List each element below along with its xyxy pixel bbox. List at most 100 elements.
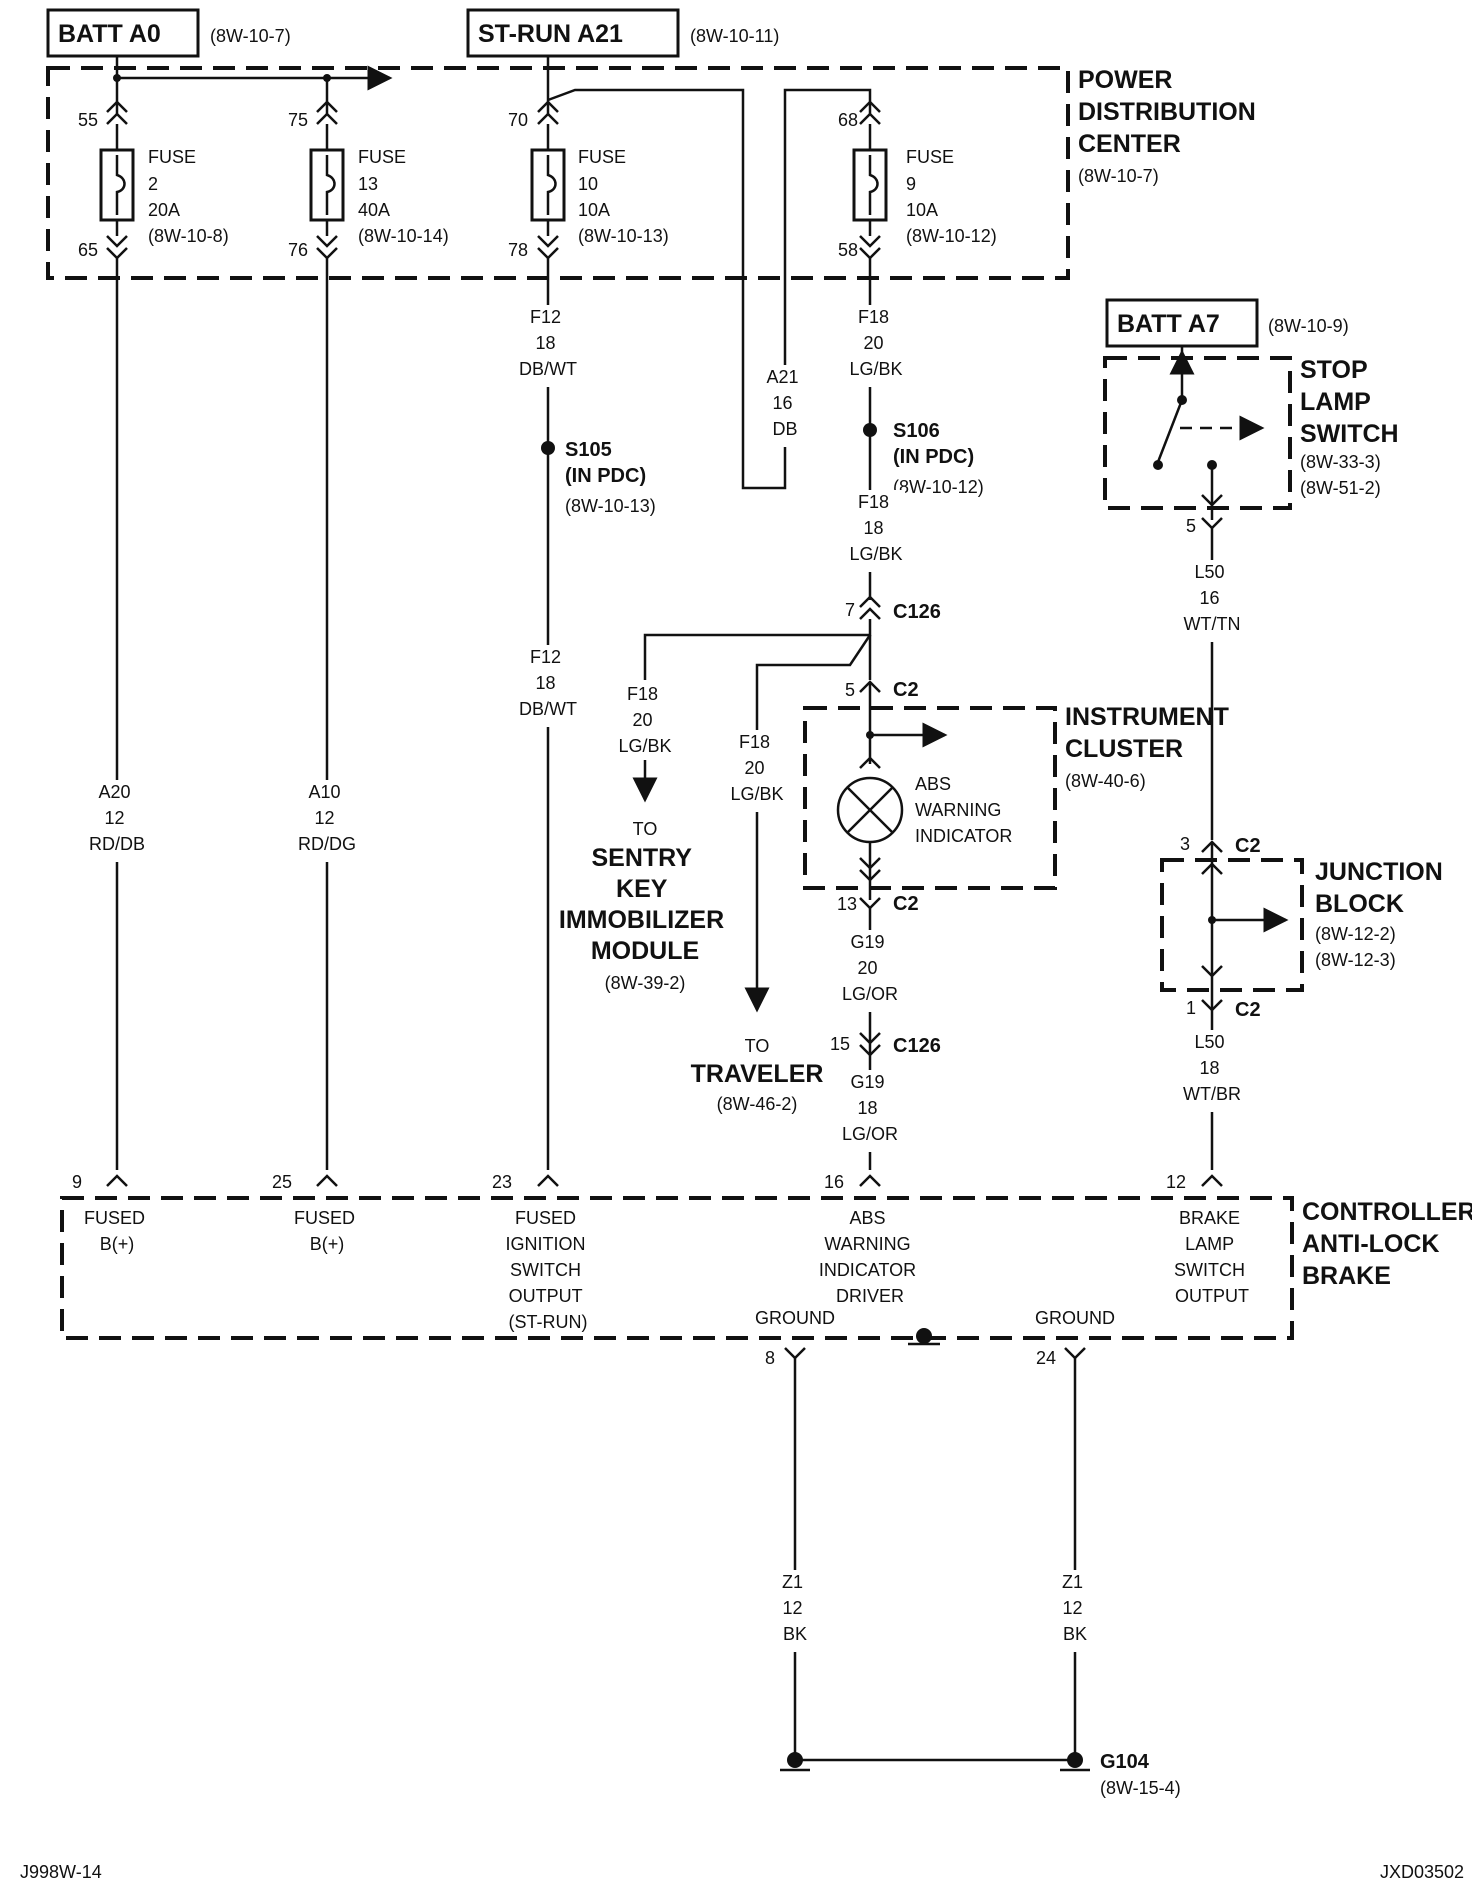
abs-warning-lamp-icon — [836, 776, 904, 844]
c2-junction-out-pin: 1 — [1186, 998, 1196, 1018]
c2-junction-in-name: C2 — [1235, 835, 1261, 857]
c2-junction-in-pin: 3 — [1180, 834, 1190, 854]
c126-top-name: C126 — [893, 601, 941, 623]
wire-l50-a-label: L50 16 WT/TN — [1184, 562, 1241, 634]
svg-text:16: 16 — [824, 1172, 844, 1192]
traveler-ref: (8W-46-2) — [717, 1094, 798, 1114]
fuse-2-pin-in: 55 — [78, 110, 98, 130]
batt-a7-label: BATT A7 — [1117, 310, 1220, 338]
pdc-boundary — [46, 66, 1070, 280]
junction-block-boundary — [1160, 858, 1304, 992]
wire-z1-a-label: Z1 12 BK — [782, 1572, 808, 1644]
fuse-13: 75 76 FUSE 13 40A (8W-10-14) — [288, 100, 449, 260]
c2-cluster-in-pin: 5 — [845, 680, 855, 700]
sentry-ref: (8W-39-2) — [605, 973, 686, 993]
svg-text:24: 24 — [1036, 1348, 1056, 1368]
batt-a0-label: BATT A0 — [58, 20, 161, 48]
cluster-ref: (8W-40-6) — [1065, 771, 1146, 791]
fuse-10-pin-out: 78 — [508, 240, 528, 260]
g104-ground-icon — [780, 1752, 1090, 1772]
c2-junction-out-name: C2 — [1235, 999, 1261, 1021]
controller-pin-12: 12 BRAKE LAMP SWITCH OUTPUT — [1166, 1172, 1249, 1306]
svg-text:FUSED IGNITION SWI: FUSED IGNITION SWITCH OUTPUT (ST-RUN) — [505, 1208, 590, 1332]
fuse-9: 68 58 FUSE 9 10A (8W-10-12) — [838, 100, 997, 260]
c126-top-connector: 7 C126 — [845, 595, 941, 623]
controller-pin-25: 25 FUSED B(+) — [272, 1172, 360, 1254]
batt-a7-ref: (8W-10-9) — [1268, 316, 1349, 336]
wire-a21-label: A21 16 DB — [766, 367, 803, 439]
c126-bottom-pin: 15 — [830, 1034, 850, 1054]
g104-name: G104 — [1100, 1751, 1150, 1773]
s105-splice-dot — [541, 441, 555, 455]
fuse-13-pin-in: 75 — [288, 110, 308, 130]
switch-blade — [1156, 399, 1184, 463]
wire-a10-label: A10 12 RD/DG — [298, 782, 356, 854]
fuse-10-text: FUSE 10 10A (8W-10-13) — [578, 147, 669, 246]
c2-cluster-out: 13 C2 — [837, 893, 919, 915]
fuse-2-pin-out: 65 — [78, 240, 98, 260]
s105-note: (IN PDC) — [565, 465, 646, 487]
controller-ground-24: GROUND 24 — [1035, 1308, 1115, 1368]
wire-f12-top-label: F12 18 DB/WT — [519, 307, 577, 379]
c126-bottom-name: C126 — [893, 1035, 941, 1057]
fuse-2: 55 65 FUSE 2 20A (8W-10-8) — [78, 100, 229, 260]
case-ground-icon — [908, 1328, 940, 1346]
wire-f12-mid-label: F12 18 DB/WT — [519, 647, 577, 719]
batt-a0-box — [46, 8, 200, 58]
svg-text:8: 8 — [765, 1348, 775, 1368]
c2-cluster-out-name: C2 — [893, 893, 919, 915]
fuse-9-pin-out: 58 — [838, 240, 858, 260]
stop-lamp-name: STOP LAMP SWITCH — [1300, 356, 1399, 448]
c126-bottom-connector: 15 C126 — [830, 1032, 941, 1057]
s105-name: S105 — [565, 439, 612, 461]
footer-left: J998W-14 — [20, 1862, 102, 1882]
svg-text:25: 25 — [272, 1172, 292, 1192]
s106-name: S106 — [893, 420, 940, 442]
c2-cluster-in-name: C2 — [893, 679, 919, 701]
svg-text:ABS WARNING INDICA: ABS WARNING INDICATOR DRIVER — [819, 1208, 921, 1306]
fuse-9-pin-in: 68 — [838, 110, 858, 130]
wire-f18-top-label: F18 20 LG/BK — [849, 307, 902, 379]
st-run-a21-label: ST-RUN A21 — [478, 20, 623, 48]
pdc-ref: (8W-10-7) — [1078, 166, 1159, 186]
stop-lamp-refs: (8W-33-3) (8W-51-2) — [1300, 452, 1386, 498]
junction-name: JUNCTION BLOCK — [1315, 858, 1450, 918]
svg-text:FUSED B(+): FUSED B(+) — [84, 1208, 150, 1254]
c2-junction-out: 1 C2 — [1186, 998, 1261, 1021]
traveler-to: TO — [745, 1036, 770, 1056]
controller-pin-23: 23 FUSED IGNITION SWITCH OUTPUT (ST-RUN) — [492, 1172, 590, 1332]
wire-a20-label: A20 12 RD/DB — [89, 782, 145, 854]
fuse-2-text: FUSE 2 20A (8W-10-8) — [148, 147, 229, 246]
junction-refs: (8W-12-2) (8W-12-3) — [1315, 924, 1401, 970]
svg-text:FUSED B(+): FUSED B(+) — [294, 1208, 360, 1254]
batt-a0-ref: (8W-10-7) — [210, 26, 291, 46]
fuse-9-text: FUSE 9 10A (8W-10-12) — [906, 147, 997, 246]
controller-name: CONTROLLER ANTI-LOCK BRAKE — [1302, 1198, 1472, 1290]
fuse-10: 70 78 FUSE 10 10A (8W-10-13) — [508, 100, 669, 260]
st-run-a21-ref: (8W-10-11) — [690, 26, 779, 46]
controller-boundary — [60, 1196, 1294, 1340]
st-run-a21-box — [466, 8, 680, 58]
c2-cluster-out-pin: 13 — [837, 894, 857, 914]
s106-note: (IN PDC) — [893, 446, 974, 468]
c126-top-pin: 7 — [845, 600, 855, 620]
svg-text:GROUND: GROUND — [1035, 1308, 1115, 1328]
stop-lamp-switch-boundary — [1103, 356, 1292, 510]
g104-ref: (8W-15-4) — [1100, 1778, 1181, 1798]
svg-text:9: 9 — [72, 1172, 82, 1192]
wire-z1-b-label: Z1 12 BK — [1062, 1572, 1088, 1644]
wire-l50-b-label: L50 18 WT/BR — [1183, 1032, 1241, 1104]
footer-right: JXD03502 — [1380, 1862, 1464, 1882]
s105-ref: (8W-10-13) — [565, 496, 656, 516]
controller-pin-9: 9 FUSED B(+) — [72, 1172, 150, 1254]
a21-loop-wire — [547, 88, 872, 490]
wire-f18-traveler-label: F18 20 LG/BK — [730, 732, 783, 804]
stop-lamp-pin: 5 — [1186, 516, 1196, 536]
svg-text:23: 23 — [492, 1172, 512, 1192]
stop-lamp-pin-connector: 5 — [1186, 516, 1223, 536]
pdc-label: POWER DISTRIBUTION CENTER — [1078, 66, 1263, 158]
wire-g19-b-label: G19 18 LG/OR — [842, 1072, 898, 1144]
sentry-name: SENTRY KEY IMMOBILIZER MODULE — [559, 844, 731, 965]
wire-g19-a-label: G19 20 LG/OR — [842, 932, 898, 1004]
